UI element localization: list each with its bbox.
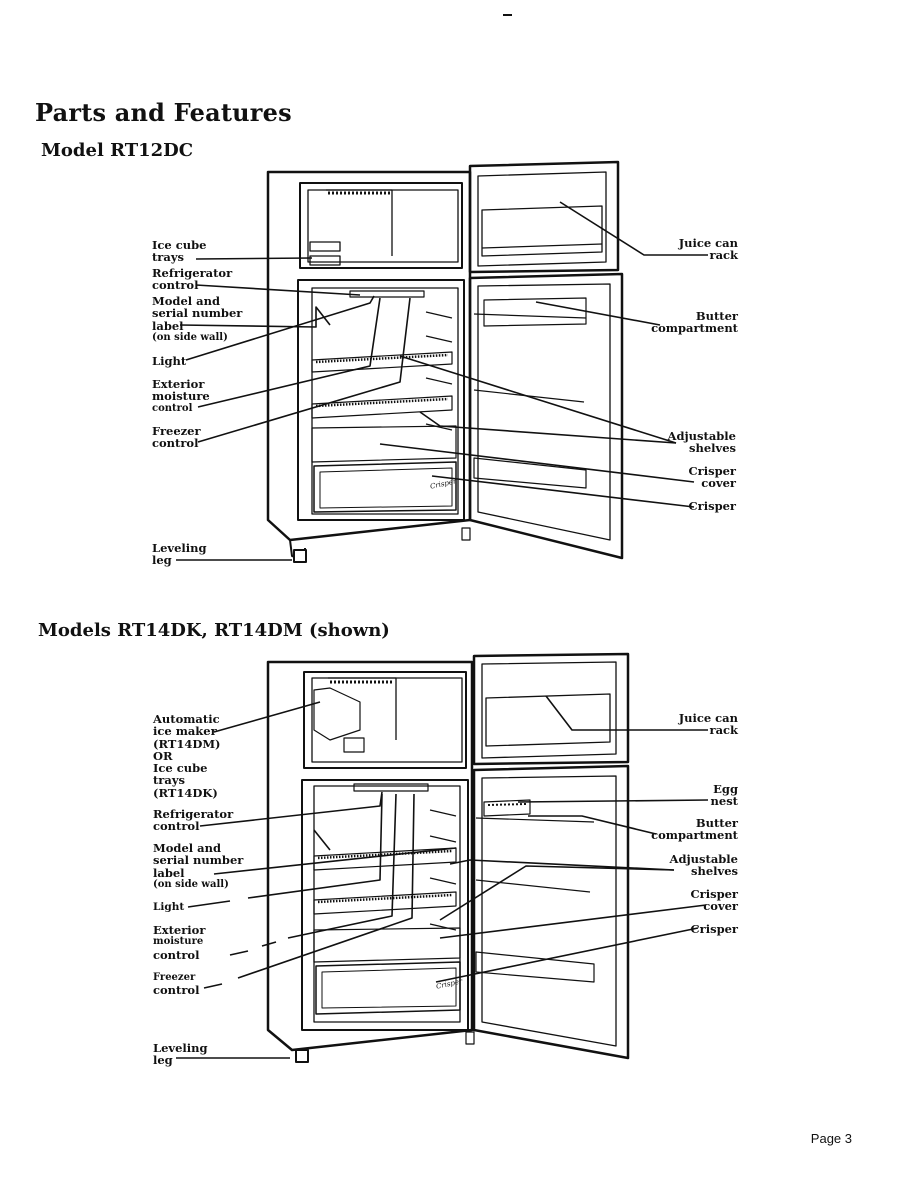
model-heading-rt14: Models RT14DK, RT14DM (shown): [38, 620, 390, 641]
refrigerator-diagram-rt14: [176, 652, 709, 1063]
label-light: Light: [152, 354, 187, 368]
page-number: Page 3: [810, 1131, 852, 1146]
page-title: Parts and Features: [35, 98, 292, 127]
model-heading-rt12dc: Model RT12DC: [41, 140, 194, 161]
refrigerator-diagram-rt12dc: [176, 160, 708, 563]
label-light-2: Light: [153, 901, 185, 913]
stray-mark: [503, 14, 512, 16]
label-crisper: Crisper: [688, 499, 736, 513]
label-crisper-2: Crisper: [690, 922, 738, 936]
